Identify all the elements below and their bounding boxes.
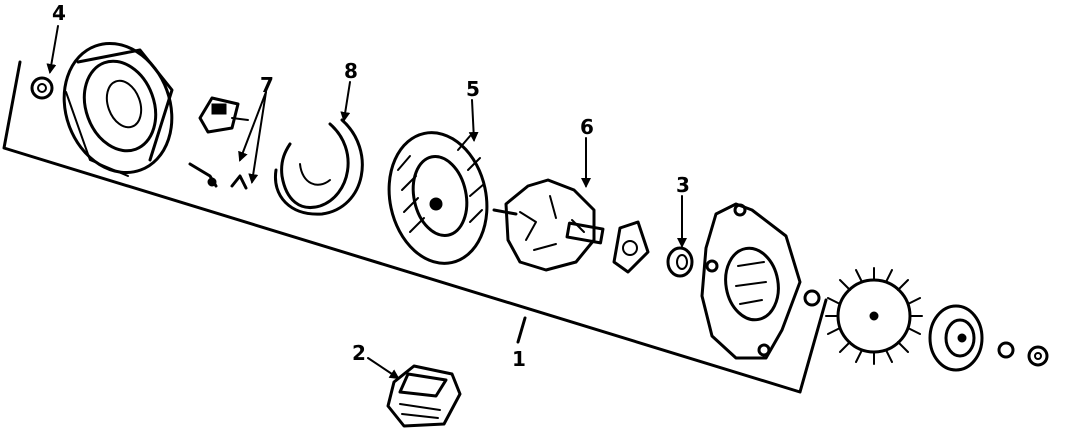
callout-8: 8 xyxy=(344,59,358,83)
part-pulley-nut xyxy=(1027,345,1049,367)
part-stator xyxy=(387,131,489,265)
callout-7: 7 xyxy=(260,73,274,97)
assembly-bracket xyxy=(2,60,828,394)
part-spacer xyxy=(803,289,821,307)
callout-6: 6 xyxy=(580,115,594,139)
part-regulator xyxy=(386,364,462,428)
callout-leaders xyxy=(46,25,687,380)
callout-1: 1 xyxy=(512,347,526,371)
callout-2: 2 xyxy=(352,341,366,365)
part-pulley xyxy=(928,304,984,372)
part-bearing xyxy=(666,246,694,278)
part-insulator xyxy=(273,118,364,216)
callout-3: 3 xyxy=(676,173,690,197)
callout-4: 4 xyxy=(52,1,66,25)
part-fan xyxy=(825,267,923,365)
callout-5: 5 xyxy=(466,77,480,101)
part-front-housing xyxy=(700,202,802,360)
part-gasket xyxy=(612,220,650,274)
part-nut xyxy=(30,76,54,100)
part-rotor xyxy=(492,178,605,272)
part-washer xyxy=(997,341,1015,359)
part-rear-housing xyxy=(62,41,174,177)
part-brush-holder xyxy=(188,96,249,190)
